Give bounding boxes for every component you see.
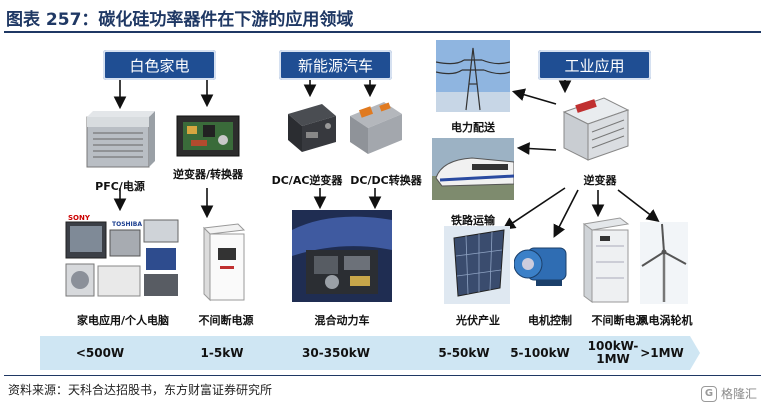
label-pfc-power: PFC/电源 bbox=[95, 180, 145, 193]
label-ups-industrial: 不间断电源 bbox=[591, 314, 647, 327]
inverter-converter-image bbox=[173, 110, 243, 162]
scale-5-100kw: 5-100kW bbox=[510, 346, 570, 360]
railway-image bbox=[432, 138, 515, 200]
category-industrial: 工业应用 bbox=[538, 50, 651, 80]
label-inverter: 逆变器 bbox=[583, 174, 617, 187]
svg-text:SONY: SONY bbox=[68, 214, 91, 222]
label-home-appliances-pc: 家电应用/个人电脑 bbox=[76, 314, 170, 327]
source-rule bbox=[4, 375, 761, 376]
scale-gt-1mw: >1MW bbox=[640, 346, 684, 360]
watermark-text: 格隆汇 bbox=[720, 387, 757, 401]
wind-turbine-image bbox=[640, 222, 688, 304]
scale-lt-500w: <500W bbox=[75, 346, 125, 360]
scale-30-350kw: 30-350kW bbox=[302, 346, 370, 360]
power-scale-arrow bbox=[40, 336, 700, 370]
watermark-logo-icon: G bbox=[700, 385, 717, 402]
label-hybrid-vehicle: 混合动力车 bbox=[314, 314, 370, 327]
label-inverter-converter: 逆变器/转换器 bbox=[172, 168, 244, 181]
photovoltaic-image bbox=[444, 226, 510, 304]
label-dcdc-converter: DC/DC转换器 bbox=[350, 174, 422, 187]
category-white-goods: 白色家电 bbox=[103, 50, 216, 80]
title-rule bbox=[4, 31, 761, 33]
figure-title: 图表 257：碳化硅功率器件在下游的应用领域 bbox=[6, 10, 354, 30]
label-photovoltaic: 光伏产业 bbox=[456, 314, 500, 327]
source-note: 资料来源：天科合达招股书，东方财富证券研究所 bbox=[8, 383, 273, 397]
label-dcac-inverter: DC/AC逆变器 bbox=[271, 174, 343, 187]
label-wind-turbine: 风电涡轮机 bbox=[637, 314, 693, 327]
motor-control-image bbox=[513, 240, 574, 288]
dcdc-converter-image bbox=[346, 98, 406, 158]
label-railway: 铁路运输 bbox=[451, 214, 495, 227]
scale-100kw-1mw-line1: 100kW- bbox=[587, 339, 639, 353]
svg-text:TOSHIBA: TOSHIBA bbox=[112, 221, 142, 228]
label-power-distribution: 电力配送 bbox=[451, 121, 495, 134]
pfc-power-supply-image bbox=[85, 109, 155, 171]
label-ups-home: 不间断电源 bbox=[198, 314, 254, 327]
scale-100kw-1mw-line2: 1MW bbox=[596, 352, 630, 366]
watermark: G 格隆汇 bbox=[700, 385, 757, 402]
home-appliances-image: SONY TOSHIBA bbox=[62, 212, 182, 300]
ups-home-image bbox=[198, 222, 250, 302]
industrial-inverter-image bbox=[558, 90, 632, 166]
ups-industrial-image bbox=[580, 216, 632, 304]
hybrid-car-image bbox=[292, 210, 392, 302]
scale-1-5kw: 1-5kW bbox=[200, 346, 244, 360]
scale-5-50kw: 5-50kW bbox=[438, 346, 490, 360]
category-new-energy-vehicle: 新能源汽车 bbox=[279, 50, 392, 80]
power-distribution-image bbox=[435, 40, 511, 112]
label-motor-control: 电机控制 bbox=[528, 314, 572, 327]
dcac-inverter-image bbox=[282, 98, 340, 158]
